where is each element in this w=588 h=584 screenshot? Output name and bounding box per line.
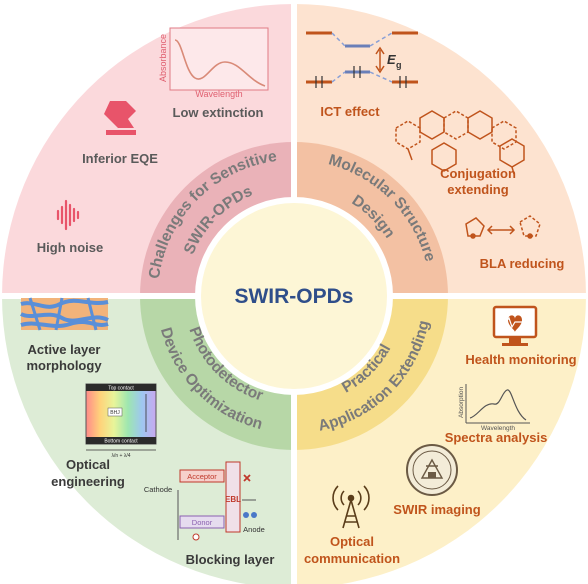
label-low-extinction: Low extinction [173, 105, 264, 120]
label-optical-eng-line1: Optical [66, 457, 110, 472]
top-contact-label: Top contact [108, 386, 134, 392]
health-monitor-icon [492, 305, 538, 346]
label-optical-comm-line2: communication [304, 551, 400, 566]
acceptor-label: Acceptor [187, 472, 217, 481]
absorbance-xlabel: Wavelength [195, 89, 242, 99]
energy-gap-sub: g [396, 60, 402, 70]
label-ict-effect: ICT effect [320, 104, 380, 119]
ict-energy-diagram: E g [306, 31, 418, 88]
eqe-icon [104, 101, 136, 135]
label-active-layer-line2: morphology [26, 358, 102, 373]
label-spectra-analysis: Spectra analysis [445, 430, 548, 445]
bottom-contact-label: Bottom contact [104, 439, 138, 445]
band-diagram: Acceptor Donor EBL Cathode Anode [144, 461, 265, 541]
spectra-curve [469, 389, 527, 421]
label-inferior-eqe: Inferior EQE [82, 151, 158, 166]
label-swir-imaging: SWIR imaging [393, 502, 480, 517]
energy-gap-label: E [387, 52, 396, 67]
conjugation-molecule-icon [395, 110, 525, 175]
bhj-label: BHJ [110, 410, 120, 416]
label-blocking-layer: Blocking layer [186, 552, 275, 567]
university-seal-image [406, 444, 458, 496]
label-optical-eng-line2: engineering [51, 474, 125, 489]
spectra-plot: Absorption Wavelength [458, 384, 530, 432]
spectra-ylabel: Absorption [458, 387, 465, 418]
label-conjugation-line2: extending [447, 182, 508, 197]
bla-molecule-icon [465, 215, 541, 239]
label-active-layer-line1: Active layer [28, 342, 101, 357]
label-health-monitoring: Health monitoring [465, 352, 576, 367]
cathode-label: Cathode [144, 485, 172, 494]
ebl-label: EBL [225, 495, 241, 504]
stack-bottom-axis: λ/n + λ/4 [111, 453, 130, 459]
spectra-xlabel: Wavelength [481, 425, 515, 432]
absorbance-ylabel: Absorbance [158, 34, 168, 82]
optical-stack-diagram: Top contact Bottom contact BHJ λ/n + λ/4 [85, 383, 157, 459]
absorbance-curve [174, 39, 266, 87]
label-bla-reducing: BLA reducing [480, 256, 565, 271]
label-high-noise: High noise [37, 240, 103, 255]
morphology-image [20, 297, 109, 331]
center-title: SWIR-OPDs [234, 285, 353, 308]
absorbance-plot: Absorbance Wavelength [158, 27, 269, 99]
center-circle [195, 197, 393, 395]
anode-label: Anode [243, 525, 265, 534]
antenna-icon [332, 485, 370, 529]
label-conjugation-line1: Conjugation [440, 166, 516, 181]
label-optical-comm-line1: Optical [330, 534, 374, 549]
noise-icon [56, 199, 80, 231]
donor-label: Donor [192, 518, 213, 527]
